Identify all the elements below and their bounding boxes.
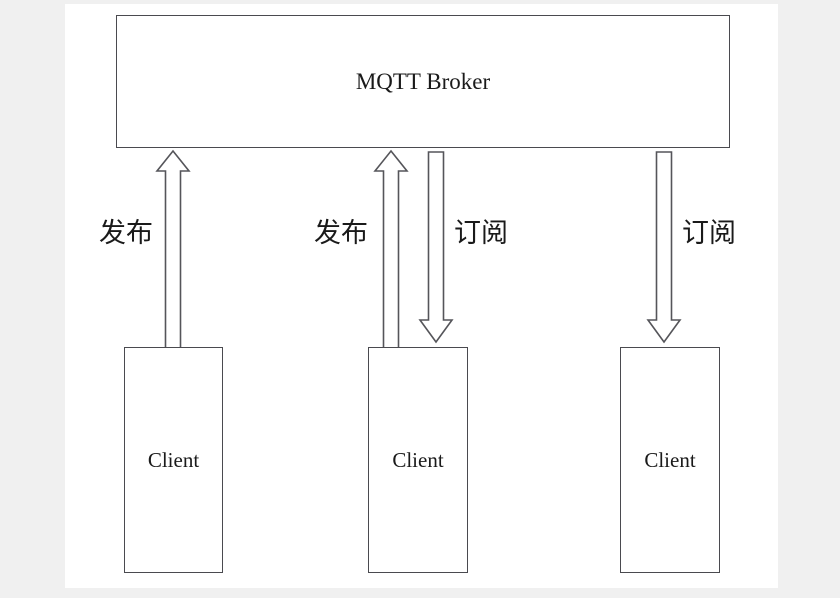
client-node-2: Client — [368, 347, 468, 573]
client-label-2: Client — [392, 447, 444, 472]
client-label-1: Client — [147, 447, 200, 472]
broker-node: MQTT Broker — [116, 15, 730, 148]
broker-label: MQTT Broker — [355, 68, 491, 94]
arrow-publish-client2 — [373, 149, 409, 351]
client-node-1: Client — [124, 347, 223, 573]
edge-label-publish-2: 发布 — [314, 218, 368, 248]
arrow-publish-client1 — [155, 149, 191, 351]
edge-label-publish-1: 发布 — [99, 218, 153, 248]
arrow-subscribe-client3 — [646, 151, 682, 344]
edge-label-subscribe-2: 订阅 — [682, 218, 736, 248]
arrow-subscribe-client2 — [418, 151, 454, 344]
client-label-3: Client — [644, 447, 696, 472]
edge-label-subscribe-1: 订阅 — [454, 218, 508, 248]
diagram-canvas: MQTT Broker 发布 发布 订 — [65, 4, 778, 588]
client-node-3: Client — [620, 347, 720, 573]
